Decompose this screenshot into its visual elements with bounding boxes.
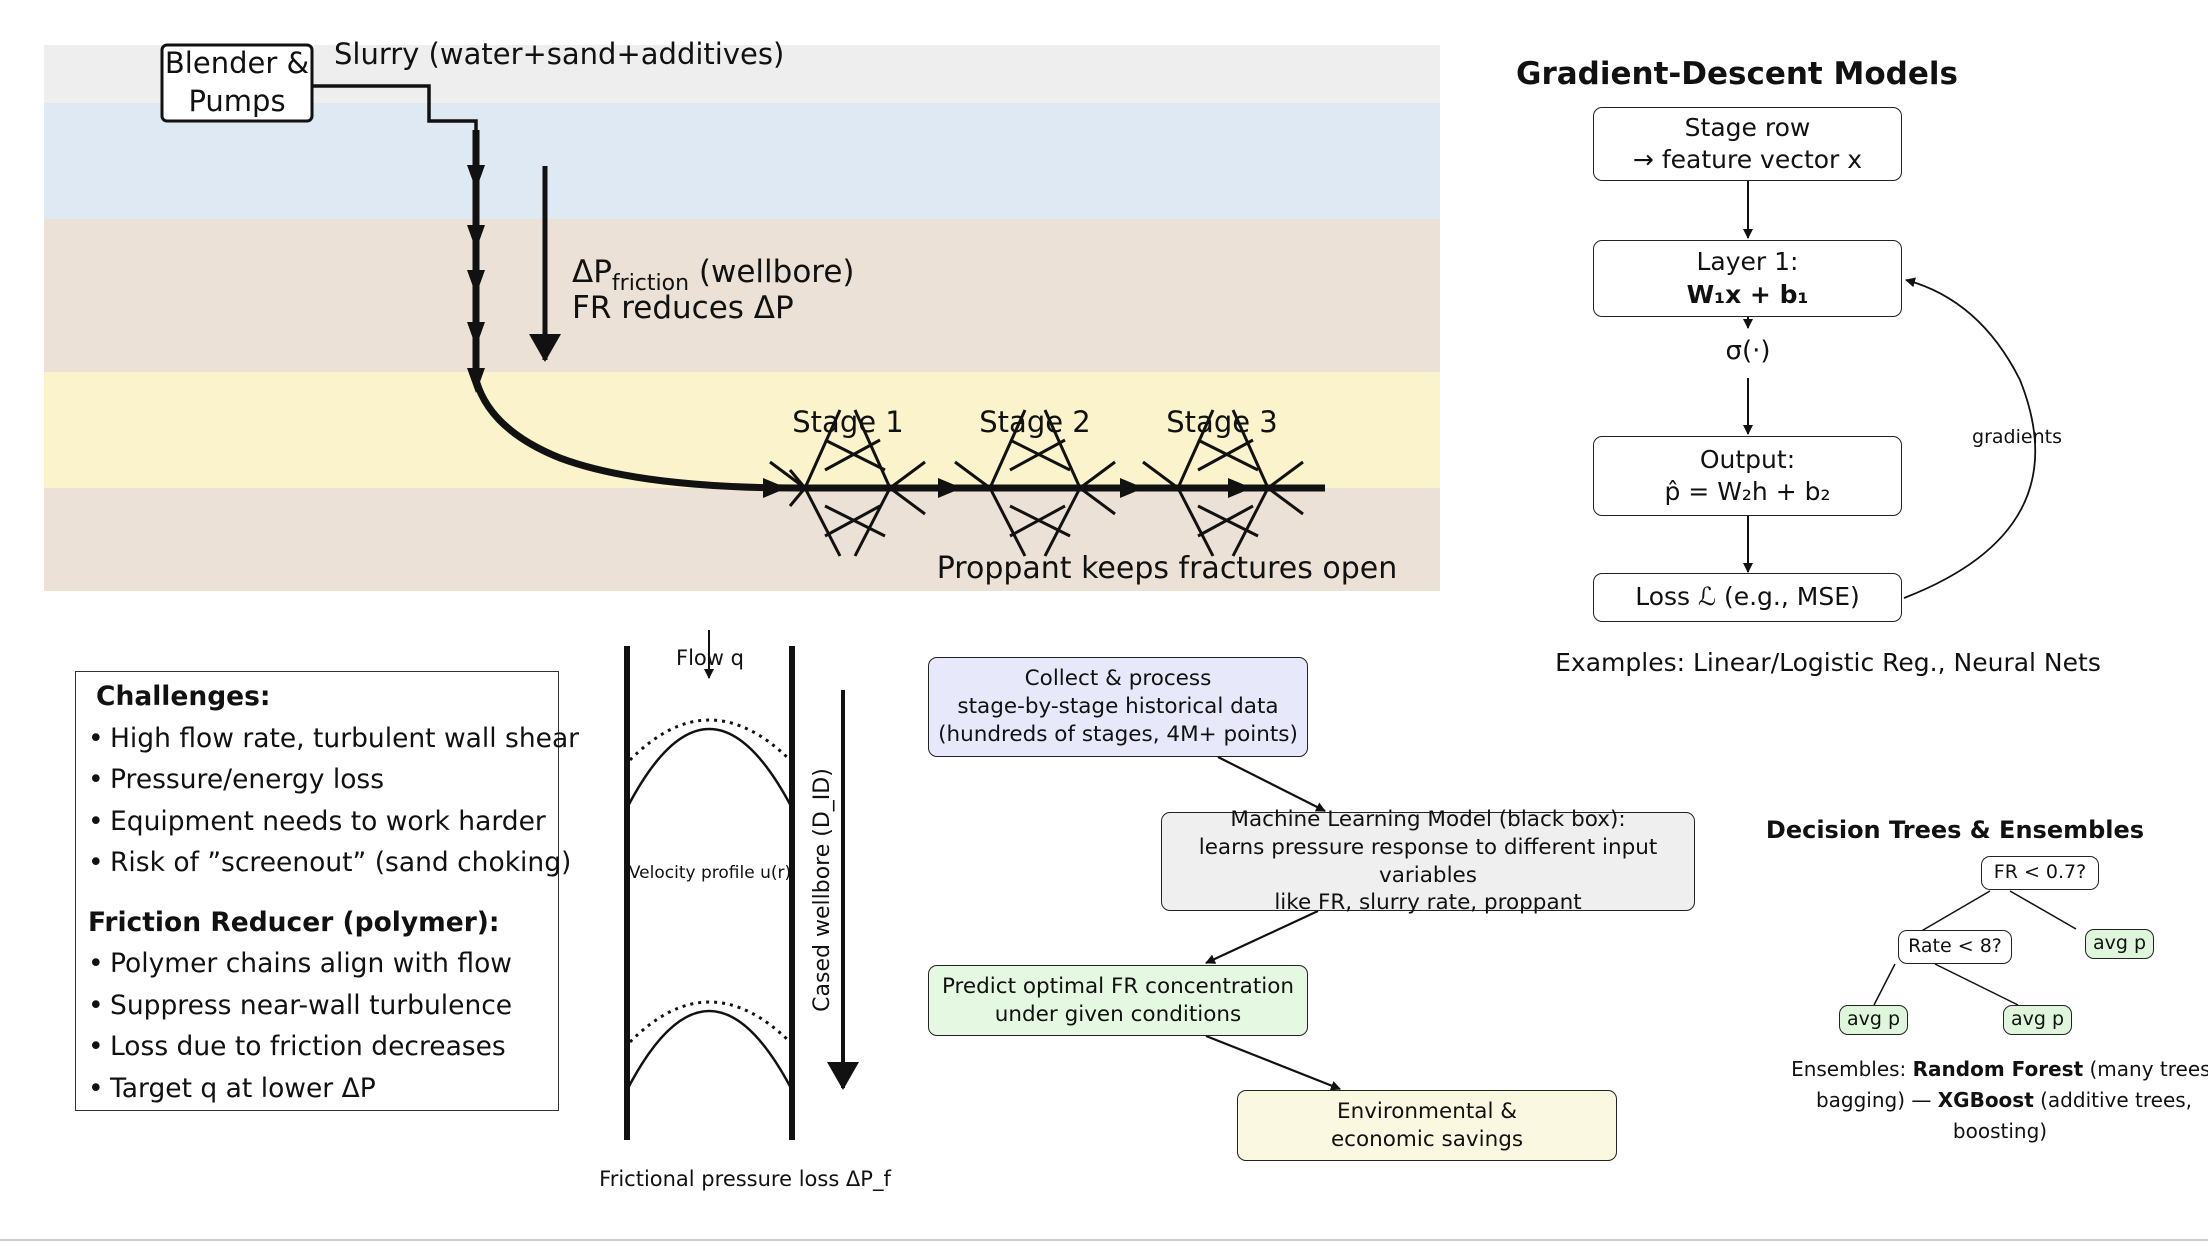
pressure-loss-label: Frictional pressure loss ΔP_f — [599, 1167, 891, 1192]
velocity-profile-label: Velocity profile u(r) — [629, 863, 791, 883]
challenges-box: Challenges: •High flow rate, turbulent w… — [75, 671, 580, 1111]
workflow-step-collect: Collect & process stage-by-stage histori… — [928, 657, 1308, 757]
layer-shale-lower — [44, 488, 1440, 591]
layer-shale-upper — [44, 219, 1440, 372]
output-line1: Output: — [1699, 444, 1796, 474]
fr-item: •Suppress near-wall turbulence — [88, 989, 513, 1021]
stage-row-box: Stage row → feature vector x — [1593, 107, 1902, 181]
tree-leaf-right: avg p — [2085, 929, 2154, 959]
stage-row-line2: → feature vector x — [1632, 145, 1863, 174]
workflow-arrow-2 — [1205, 910, 1319, 964]
stage-2-label: Stage 2 — [979, 405, 1090, 439]
fracture-stage-3 — [1142, 409, 1304, 557]
blender-label-line1: Blender & — [165, 46, 309, 80]
activation-label: σ(·) — [1725, 336, 1770, 366]
workflow-step-savings: Environmental & economic savings — [1237, 1090, 1617, 1161]
formation-layers — [44, 45, 1440, 591]
cased-wellbore-label: Cased wellbore (D_ID) — [810, 768, 835, 1012]
stage-row-line1: Stage row — [1684, 112, 1811, 142]
friction-label: ΔPfriction (wellbore) — [572, 254, 855, 296]
workflow-step-predict: Predict optimal FR concentration under g… — [928, 965, 1308, 1036]
blender-label-line2: Pumps — [188, 84, 285, 118]
tree-root-node: FR < 0.7? — [1981, 856, 2099, 890]
challenges-heading: Challenges: — [96, 681, 271, 712]
surface-line — [312, 84, 478, 140]
output-box: Output: p̂ = W₂h + b₂ — [1593, 436, 1902, 516]
velocity-profile-upper-fr — [628, 718, 792, 762]
gradients-label: gradients — [1972, 426, 2062, 448]
loss-box: Loss ℒ (e.g., MSE) — [1593, 573, 1902, 622]
stage-1-label: Stage 1 — [792, 405, 903, 439]
layer1-box: Layer 1: W₁x + b₁ — [1593, 240, 1902, 317]
layer1-line1: Layer 1: — [1696, 247, 1799, 276]
layer-reservoir — [44, 372, 1440, 488]
examples-label: Examples: Linear/Logistic Reg., Neural N… — [1555, 648, 2101, 677]
fr-reduces-label: FR reduces ΔP — [572, 290, 794, 326]
tree-edge-root-leaf — [2009, 890, 2077, 930]
ensemble-line-1: Ensembles: Random Forest (many trees, — [1791, 1057, 2208, 1081]
proppant-label: Proppant keeps fractures open — [937, 551, 1398, 586]
tree-edge-inner-leaf-left — [1873, 963, 1896, 1006]
velocity-profile-lower — [625, 1009, 794, 1091]
layer1-line2: W₁x + b₁ — [1686, 279, 1809, 309]
workflow-arrow-3 — [1205, 1034, 1341, 1091]
tree-leaf-left: avg p — [1839, 1005, 1908, 1035]
ensemble-line-3: boosting) — [1953, 1119, 2047, 1143]
velocity-profile-upper — [625, 727, 794, 809]
stage-3-label: Stage 3 — [1166, 405, 1277, 439]
gradient-descent-title: Gradient-Descent Models — [1516, 56, 1958, 92]
workflow-arrow-1 — [1217, 756, 1326, 812]
loss-label: Loss ℒ (e.g., MSE) — [1635, 582, 1860, 612]
flow-label: Flow q — [676, 646, 744, 670]
challenge-item: •High flow rate, turbulent wall shear — [88, 722, 580, 754]
blender-pumps-box — [160, 43, 314, 123]
challenge-item: •Equipment needs to work harder — [88, 805, 546, 837]
tree-edge-inner-leaf-right — [1934, 963, 2019, 1006]
tree-leaf-middle: avg p — [2003, 1005, 2072, 1035]
slurry-label: Slurry (water+sand+additives) — [334, 37, 784, 71]
gradients-feedback-arrow — [1903, 277, 2037, 599]
trees-title: Decision Trees & Ensembles — [1766, 816, 2144, 844]
wellbore-flow-arrows — [467, 165, 485, 393]
fracture-stage-1 — [769, 409, 926, 557]
challenge-item: •Risk of ”screenout” (sand choking) — [88, 847, 572, 878]
tree-inner-node: Rate < 8? — [1898, 930, 2012, 964]
tree-edge-root-inner — [1917, 890, 1991, 934]
fracture-stage-2 — [954, 409, 1116, 557]
lateral-flow-arrows — [763, 478, 1252, 498]
wellbore-path — [472, 130, 1325, 492]
friction-reducer-heading: Friction Reducer (polymer): — [88, 906, 500, 938]
challenge-item: •Pressure/energy loss — [88, 764, 385, 795]
fr-item: •Loss due to friction decreases — [88, 1031, 506, 1062]
fr-item: •Target q at lower ΔP — [88, 1072, 376, 1104]
velocity-profile-lower-fr — [628, 1000, 792, 1044]
output-line2: p̂ = W₂h + b₂ — [1664, 477, 1831, 506]
ensemble-line-2: bagging) — XGBoost (additive trees, — [1816, 1088, 2192, 1112]
workflow-step-model: Machine Learning Model (black box): lear… — [1161, 807, 1695, 915]
fr-item: •Polymer chains align with flow — [88, 948, 512, 979]
